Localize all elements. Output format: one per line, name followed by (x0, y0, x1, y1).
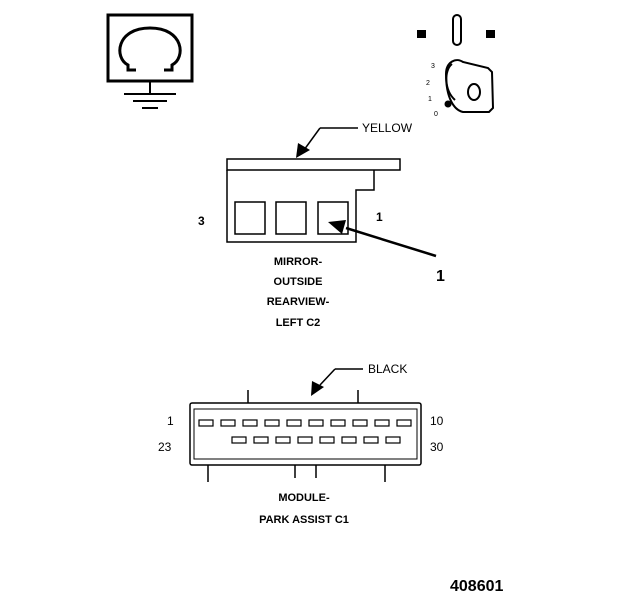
module-pin-cavity (374, 419, 390, 427)
module-pin-cavity (231, 436, 247, 444)
mirror-connector-name-line-4: LEFT C2 (276, 317, 321, 329)
module-pin-cavity (275, 436, 291, 444)
yellow-wire-arrowhead (296, 143, 310, 158)
module-pin-cavity (220, 419, 236, 427)
module-pin-row-bottom (231, 436, 401, 444)
module-pin-cavity (385, 436, 401, 444)
yellow-wire-label: YELLOW (362, 121, 413, 135)
module-pin-cavity (308, 419, 324, 427)
black-wire-label: BLACK (368, 362, 407, 376)
mirror-connector-name-line-3: REARVIEW- (267, 296, 330, 308)
key-position-2: 2 (426, 80, 430, 87)
module-connector-name-line-1: MODULE- (278, 492, 330, 504)
mirror-pin-label-1: 1 (376, 210, 383, 224)
module-pin-cavity (330, 419, 346, 427)
connector-top-flange (226, 158, 401, 171)
callout-arrowhead (328, 220, 346, 234)
module-pin-cavity (363, 436, 379, 444)
mirror-connector (226, 127, 437, 258)
module-pin-label-23: 23 (158, 440, 172, 454)
module-pin-cavity (396, 419, 412, 427)
black-wire-arrowhead (311, 381, 324, 396)
module-pin-cavity (341, 436, 357, 444)
mirror-connector-name-line-2: OUTSIDE (274, 276, 323, 288)
module-pin-cavity (297, 436, 313, 444)
callout-leader (345, 226, 437, 258)
module-pin-label-30: 30 (430, 440, 444, 454)
module-pin-cavity (242, 419, 258, 427)
mirror-pin-cavity-1 (317, 201, 349, 235)
module-pin-label-1: 1 (167, 414, 174, 428)
ignition-key-icon (417, 14, 495, 113)
figure-number: 408601 (450, 578, 503, 595)
module-connector (189, 368, 422, 482)
module-pin-cavity (286, 419, 302, 427)
callout-number: 1 (436, 268, 445, 285)
module-pin-cavity (352, 419, 368, 427)
mirror-pin-label-3: 3 (198, 214, 205, 228)
module-pin-row-top (198, 419, 412, 427)
mirror-pin-cavity-2 (275, 201, 307, 235)
mirror-pin-cavity-3 (234, 201, 266, 235)
module-pin-label-10: 10 (430, 414, 444, 428)
module-pin-cavity (253, 436, 269, 444)
module-pin-cavity (264, 419, 280, 427)
key-position-3: 3 (431, 63, 435, 70)
key-position-0: 0 (434, 111, 438, 118)
module-pin-cavity (198, 419, 214, 427)
key-position-1: 1 (428, 96, 432, 103)
mirror-connector-name-line-1: MIRROR- (274, 256, 323, 268)
ohm-symbol-icon (106, 13, 194, 109)
module-connector-name-line-2: PARK ASSIST C1 (259, 514, 349, 526)
module-pin-cavity (319, 436, 335, 444)
module-connector-shell (189, 402, 422, 466)
